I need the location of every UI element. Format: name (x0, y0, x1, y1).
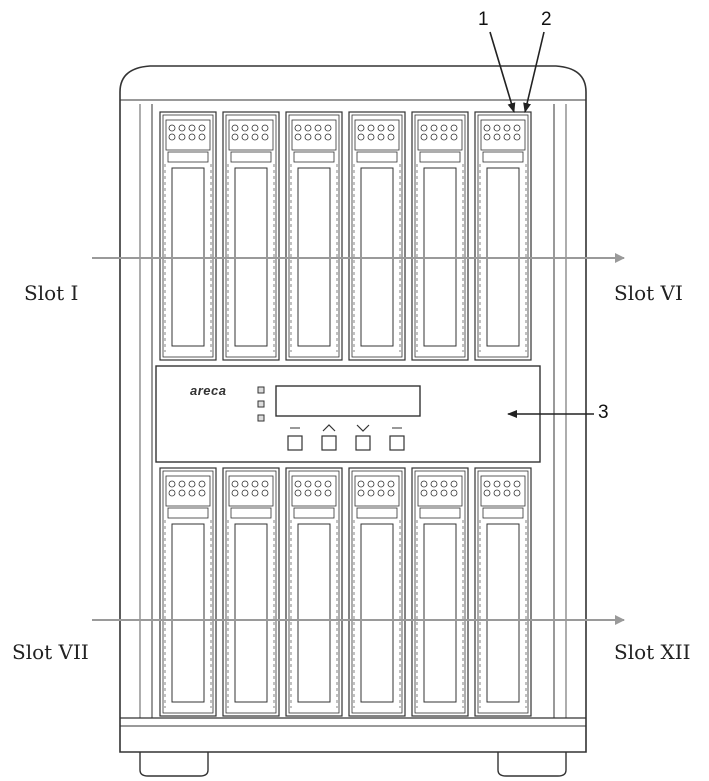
drive-bay-5[interactable] (411, 111, 469, 361)
drive-bay-4[interactable] (348, 111, 406, 361)
control-panel (155, 365, 541, 463)
drive-bay-9[interactable] (285, 467, 343, 717)
drive-bay-1[interactable] (159, 111, 217, 361)
slot-vii-label: Slot VII (12, 640, 89, 664)
callout-1-leader (489, 31, 516, 113)
status-led-column (257, 386, 265, 422)
drive-bays-bottom-row (159, 467, 532, 717)
drive-bay-7[interactable] (159, 467, 217, 717)
drive-bay-10[interactable] (348, 467, 406, 717)
callout-2: 2 (541, 9, 552, 30)
slot-i-label: Slot I (24, 281, 79, 305)
callout-1: 1 (478, 9, 489, 30)
esc-button[interactable] (287, 427, 303, 451)
drive-bay-3[interactable] (285, 111, 343, 361)
brand-logo: areca (190, 383, 227, 398)
drive-bay-11[interactable] (411, 467, 469, 717)
enter-button[interactable] (389, 427, 405, 451)
enclosure-feet (139, 752, 567, 777)
slot-vi-label: Slot VI (614, 281, 683, 305)
drive-bays-top-row (159, 111, 532, 361)
drive-bay-2[interactable] (222, 111, 280, 361)
enclosure-body (119, 65, 587, 753)
drive-bay-12[interactable] (474, 467, 532, 717)
drive-bay-6[interactable] (474, 111, 532, 361)
up-button[interactable] (321, 424, 337, 451)
slot-xii-label: Slot XII (614, 640, 691, 664)
callout-3: 3 (598, 402, 609, 423)
callout-2-leader (523, 31, 545, 113)
lcd-display (275, 385, 421, 417)
drive-bay-8[interactable] (222, 467, 280, 717)
down-button[interactable] (355, 424, 371, 451)
